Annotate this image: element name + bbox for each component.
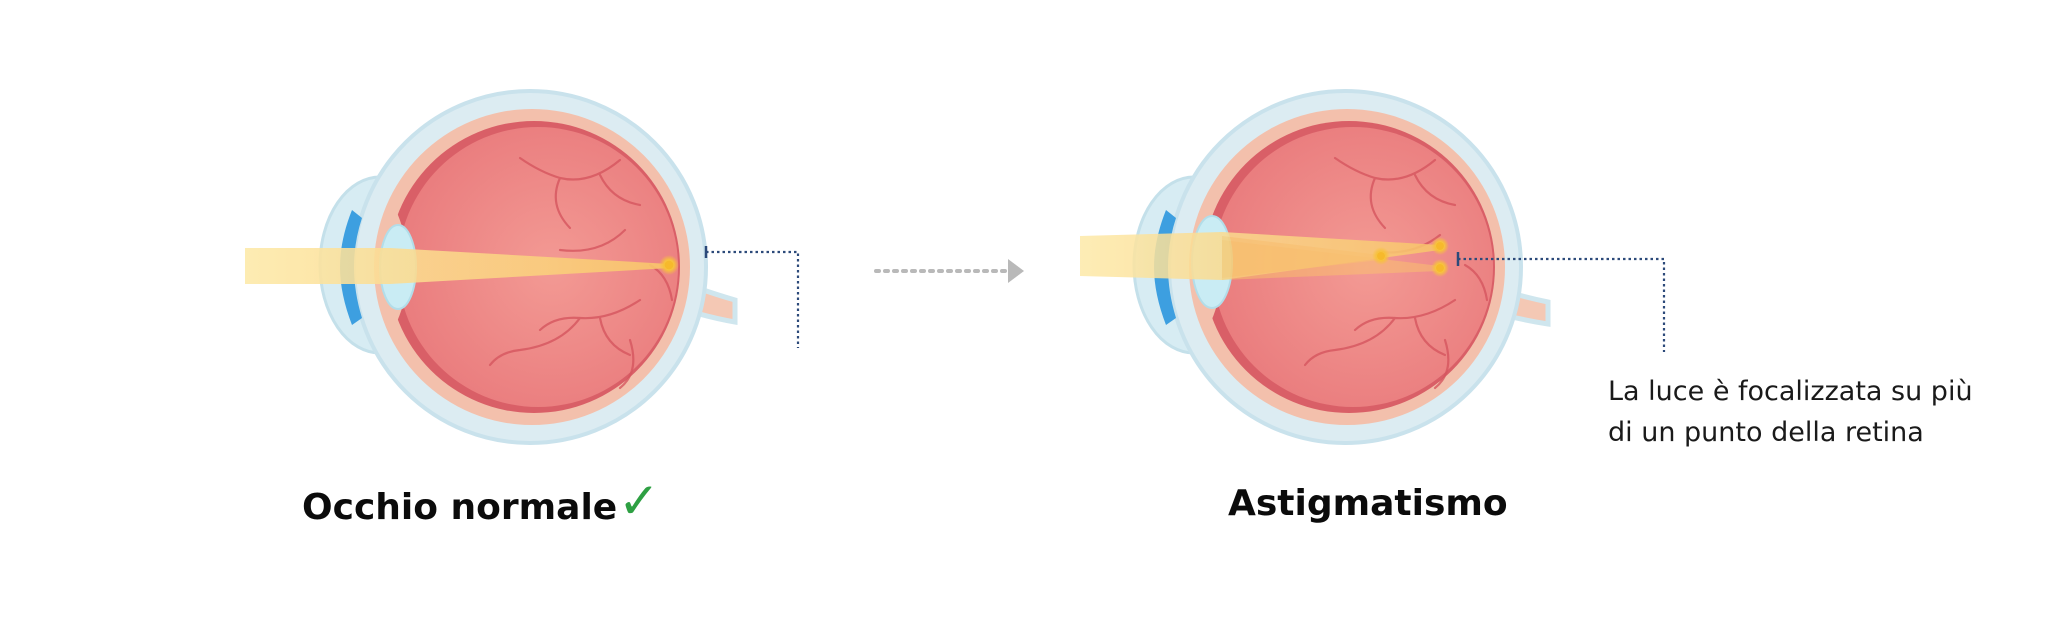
astigmatism-note-line-2: di un punto della retina [1608,417,1924,448]
focal-point-2-core [1436,242,1444,250]
leader-line [1456,252,1666,352]
astigmatism-eye-illustration [1080,89,1666,445]
light-beam [245,248,670,284]
check-mark-icon: ✓ [618,472,660,530]
focal-point-3-core [1436,264,1444,272]
normal-eye-title: Occhio normale [302,487,617,528]
astigmatism-title: Astigmatismo [1228,483,1508,524]
astigmatism-note-line-1: La luce è focalizzata su più [1608,376,1973,407]
focal-point-1-core [1377,252,1385,260]
normal-eye-illustration [245,89,800,445]
transition-arrow-icon [874,259,1024,283]
leader-line [704,246,800,348]
focal-point-core [664,260,674,270]
split-light-beam [1080,232,1440,280]
